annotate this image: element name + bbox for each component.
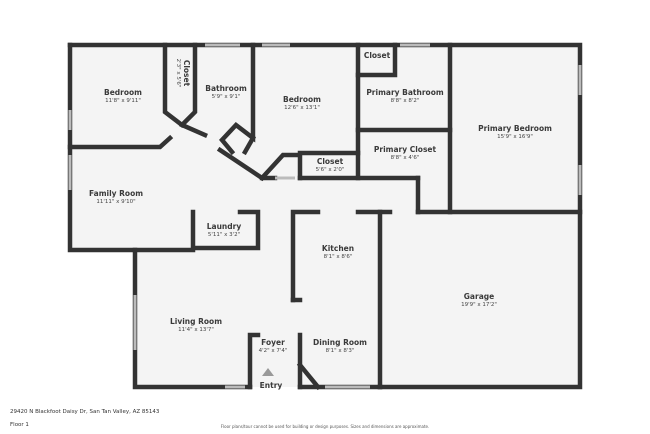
room-name: Bedroom (283, 95, 321, 104)
entry-label: Entry (260, 381, 283, 390)
room-name: Kitchen (321, 244, 355, 253)
room-dims: 15'9" x 16'9" (497, 134, 533, 140)
walls (67, 42, 583, 391)
room-name: Primary Bedroom (478, 124, 552, 133)
room-dims: 8'8" x 8'2" (390, 98, 420, 104)
room-dims: 4'2" x 7'4" (258, 348, 288, 354)
room-name: Primary Bathroom (366, 88, 444, 97)
room-name: Foyer (261, 338, 285, 347)
room-name: Primary Closet (373, 145, 437, 154)
floor-label: Floor 1 (10, 422, 29, 428)
room-dims: 11'8" x 9'11" (105, 98, 141, 104)
room-dims: 11'11" x 9'10" (96, 199, 136, 205)
room-dims: 19'9" x 17'2" (461, 302, 497, 308)
room-name: Bathroom (205, 84, 247, 93)
room-closet-primary-bath: Closet (364, 51, 390, 60)
entry-arrow-icon (262, 368, 274, 376)
room-dims: 8'1" x 8'3" (325, 348, 355, 354)
disclaimer: Floor plans/tour cannot be used for buil… (220, 424, 430, 429)
room-name: Living Room (169, 317, 223, 326)
room-dims: 11'4" x 13'7" (178, 327, 214, 333)
room-name: Closet (182, 59, 191, 87)
room-dims: 5'9" x 9'1" (211, 94, 241, 100)
windows (68, 43, 582, 389)
address: 29420 N Blackfoot Daisy Dr, San Tan Vall… (10, 409, 160, 415)
room-name: Dining Room (313, 338, 367, 347)
room-name: Entry (259, 381, 283, 390)
room-dims: 8'1" x 8'6" (323, 254, 353, 260)
room-dims: 8'8" x 4'6" (390, 155, 420, 161)
room-name: Closet (316, 157, 344, 166)
floor-fill (70, 45, 580, 387)
room-name: Family Room (88, 189, 144, 198)
room-dims: 12'6" x 13'1" (284, 105, 320, 111)
room-dims: 5'6" x 2'0" (315, 167, 345, 173)
room-name: Bedroom (104, 88, 142, 97)
room-name: Garage (463, 292, 495, 301)
room-dims: 5'11" x 3'2" (207, 232, 241, 238)
room-name: Closet (363, 51, 391, 60)
room-name: Laundry (206, 222, 242, 231)
room-dims: 2'3" x 5'6" (175, 58, 181, 88)
